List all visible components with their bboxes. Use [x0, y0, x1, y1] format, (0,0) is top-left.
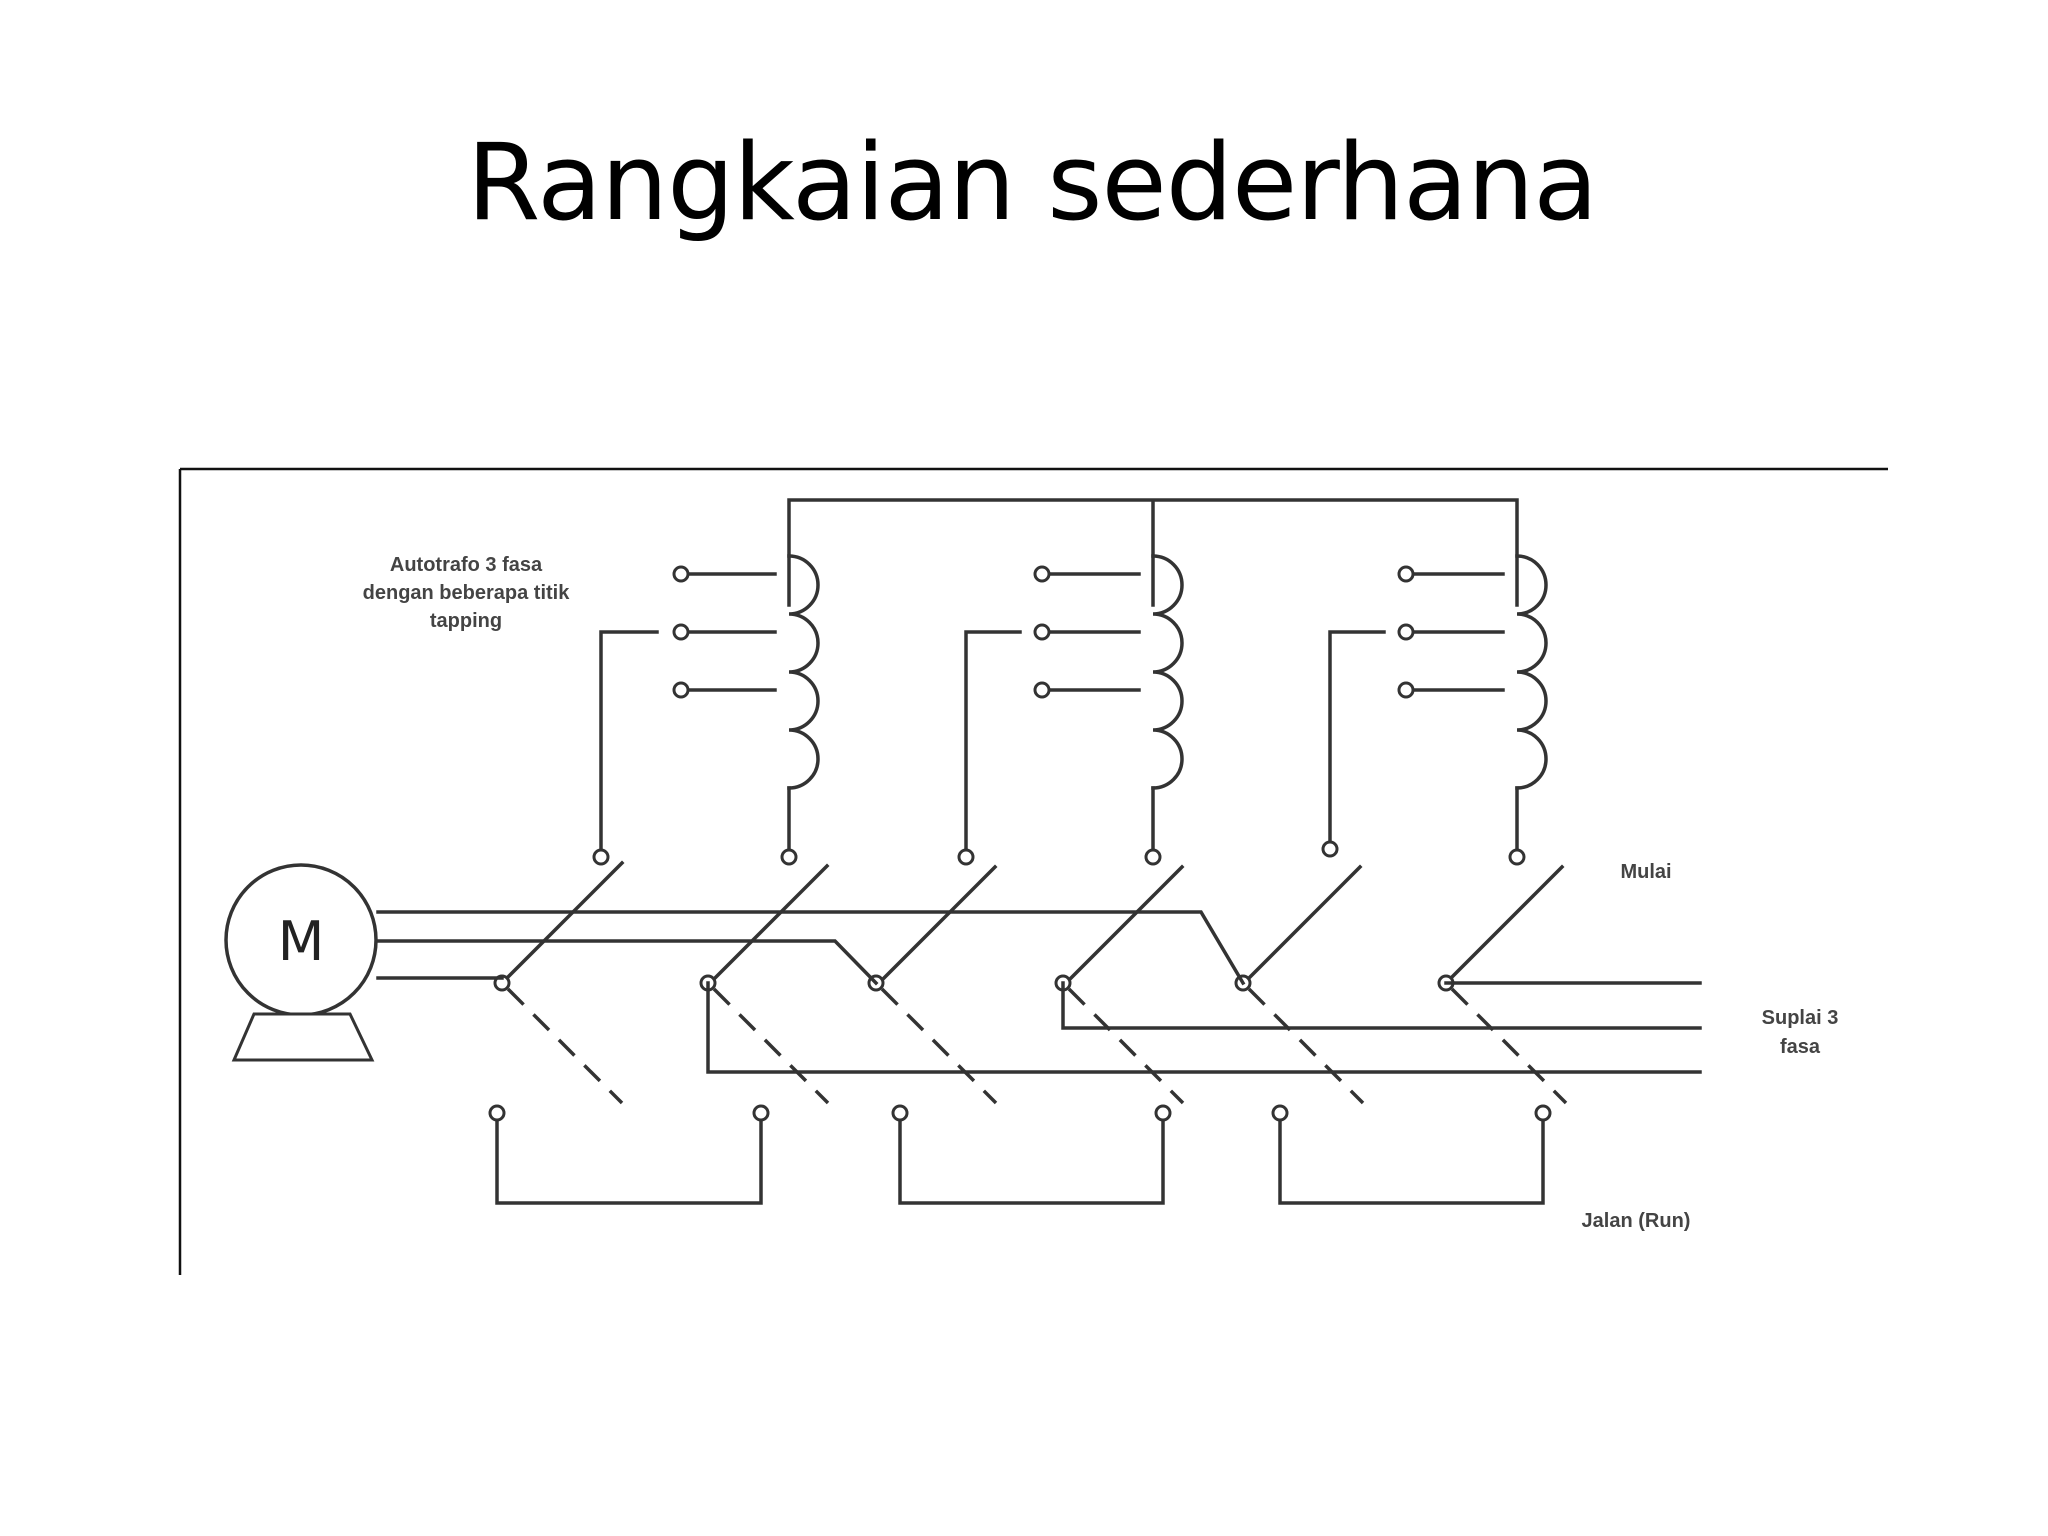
start-contact-terminals	[592, 840, 1526, 866]
slide-title: Rangkaian sederhana	[466, 121, 1598, 244]
switch-pivot-terminals	[493, 974, 1455, 992]
autotransformer-winding-1	[599, 554, 820, 850]
motor-base	[231, 1012, 375, 1062]
motor-label: M	[278, 910, 325, 973]
run-contact-linkage	[506, 987, 1568, 1105]
supply-lines	[706, 981, 1702, 1074]
run-star-links	[488, 1104, 1552, 1205]
svg-text:tapping: tapping	[430, 610, 502, 632]
start-label: Mulai	[1620, 861, 1671, 883]
run-label: Jalan (Run)	[1582, 1210, 1691, 1232]
svg-text:Autotrafo 3 fasa: Autotrafo 3 fasa	[390, 554, 543, 576]
coil-icon	[1515, 554, 1548, 790]
motor-feeder-lines	[376, 910, 1246, 986]
autotransformer-winding-2	[964, 554, 1184, 850]
coil-icon	[1151, 554, 1184, 790]
svg-text:dengan beberapa titik: dengan beberapa titik	[363, 582, 571, 604]
motor-symbol: M	[224, 863, 378, 1062]
svg-text:fasa: fasa	[1780, 1036, 1821, 1058]
start-contact-blades	[505, 860, 1565, 986]
transformer-top-bus	[787, 498, 1519, 607]
supply-label: Suplai 3 fasa	[1762, 1007, 1839, 1058]
autotransformer-winding-3	[1328, 554, 1548, 850]
svg-text:Suplai 3: Suplai 3	[1762, 1007, 1839, 1029]
diagram-frame	[178, 467, 1888, 1275]
coil-icon	[787, 554, 820, 790]
autotransformer-label: Autotrafo 3 fasa dengan beberapa titik t…	[363, 554, 571, 632]
